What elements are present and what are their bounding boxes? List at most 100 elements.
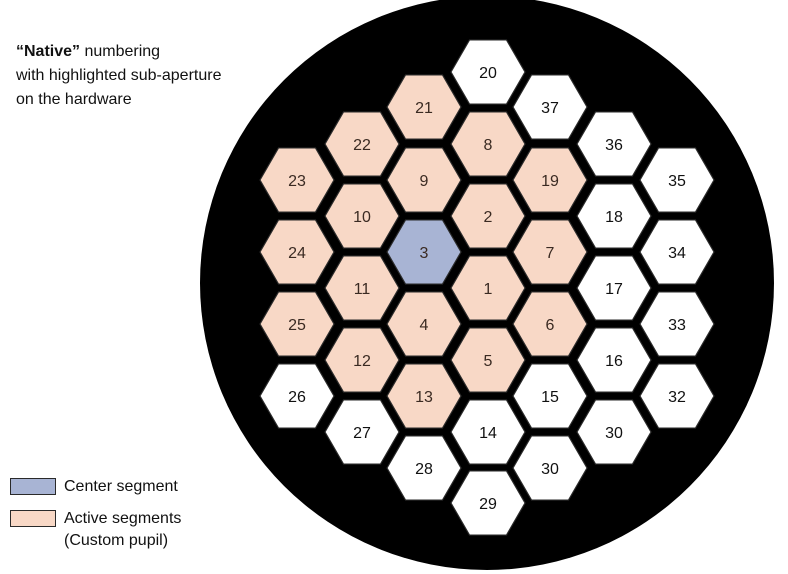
- hex-segment: 33: [639, 291, 715, 357]
- hex-segment-shape: [324, 255, 400, 321]
- legend-active-label: Active segments: [64, 510, 182, 527]
- hex-segment: 17: [576, 255, 652, 321]
- hex-segment-label: 6: [546, 317, 555, 334]
- hex-segment-shape: [259, 363, 335, 429]
- hex-segment-shape: [576, 327, 652, 393]
- hex-segment: 8: [450, 111, 526, 177]
- hex-segment-label: 29: [479, 496, 497, 513]
- hex-segment: 30: [512, 435, 588, 501]
- hex-segment-label: 33: [668, 317, 686, 334]
- hex-segment: 28: [386, 435, 462, 501]
- hex-segment-label: 19: [541, 173, 559, 190]
- hex-segment-shape: [639, 363, 715, 429]
- hex-segment: 21: [386, 74, 462, 140]
- hex-segment: 18: [576, 183, 652, 249]
- hex-segment-shape: [576, 183, 652, 249]
- hex-segment-label: 26: [288, 389, 306, 406]
- hex-segment-shape: [324, 183, 400, 249]
- hex-segment: 5: [450, 327, 526, 393]
- hex-segment: 32: [639, 363, 715, 429]
- hex-segment-label: 9: [420, 173, 429, 190]
- title-bold: “Native”: [16, 43, 81, 60]
- hex-segment: 22: [324, 111, 400, 177]
- hex-segment-shape: [512, 363, 588, 429]
- hex-segment-label: 24: [288, 245, 306, 262]
- hex-segment-label: 30: [605, 425, 623, 442]
- diagram-title: “Native” numbering with highlighted sub-…: [16, 40, 266, 112]
- hex-segment: 20: [450, 39, 526, 105]
- hex-segment-shape: [450, 327, 526, 393]
- hex-segment: 15: [512, 363, 588, 429]
- legend-active-swatch: [10, 510, 56, 527]
- hex-segment: 7: [512, 219, 588, 285]
- hex-segment: 36: [576, 111, 652, 177]
- hex-segment: 30: [576, 399, 652, 465]
- hex-segment-shape: [450, 111, 526, 177]
- hex-segment-label: 20: [479, 65, 497, 82]
- hex-segment-label: 22: [353, 137, 371, 154]
- hex-segment: 3: [386, 219, 462, 285]
- hex-segment-shape: [639, 219, 715, 285]
- hex-segment-label: 30: [541, 461, 559, 478]
- hex-segment: 34: [639, 219, 715, 285]
- hex-segment: 29: [450, 470, 526, 536]
- hex-segment-label: 8: [484, 137, 493, 154]
- hex-segment-shape: [450, 183, 526, 249]
- hex-segment-shape: [386, 435, 462, 501]
- hex-segment: 14: [450, 399, 526, 465]
- hex-segment-shape: [576, 399, 652, 465]
- hex-segment-label: 4: [420, 317, 429, 334]
- hex-segment-shape: [576, 255, 652, 321]
- hex-segment-shape: [512, 435, 588, 501]
- hex-segment-label: 28: [415, 461, 433, 478]
- hex-segment-shape: [512, 147, 588, 213]
- hex-segment-label: 25: [288, 317, 306, 334]
- title-line1-rest: numbering: [80, 43, 161, 60]
- hex-segment-label: 27: [353, 425, 371, 442]
- hex-segment: 1: [450, 255, 526, 321]
- hex-segment: 25: [259, 291, 335, 357]
- hex-segment-label: 2: [484, 209, 493, 226]
- title-line2: with highlighted sub-aperture: [16, 67, 222, 84]
- hex-segment: 2: [450, 183, 526, 249]
- hex-segment: 12: [324, 327, 400, 393]
- hex-segment-label: 21: [415, 100, 433, 117]
- hex-segment: 37: [512, 74, 588, 140]
- hex-segment-shape: [450, 39, 526, 105]
- hex-segment-label: 35: [668, 173, 686, 190]
- hex-segment: 4: [386, 291, 462, 357]
- hex-segment-label: 3: [420, 245, 429, 262]
- hex-segment: 24: [259, 219, 335, 285]
- hex-segment: 26: [259, 363, 335, 429]
- hex-segment-label: 13: [415, 389, 433, 406]
- hex-segment: 11: [324, 255, 400, 321]
- hex-segment: 16: [576, 327, 652, 393]
- hex-segment-shape: [576, 111, 652, 177]
- hex-segment-shape: [386, 147, 462, 213]
- hex-segment-label: 10: [353, 209, 371, 226]
- hex-segment-label: 18: [605, 209, 623, 226]
- hex-segment-label: 5: [484, 353, 493, 370]
- hex-segment-shape: [512, 74, 588, 140]
- hex-segment-shape: [324, 111, 400, 177]
- hex-segment-shape: [324, 399, 400, 465]
- hex-segment: 19: [512, 147, 588, 213]
- hex-segment-shape: [512, 219, 588, 285]
- hex-segment-label: 36: [605, 137, 623, 154]
- hex-segment-shape: [639, 147, 715, 213]
- hex-segment-label: 16: [605, 353, 623, 370]
- hex-segment-shape: [450, 255, 526, 321]
- hex-segment-shape: [386, 219, 462, 285]
- hex-segment-label: 7: [546, 245, 555, 262]
- hex-segment-shape: [450, 470, 526, 536]
- hex-segment-label: 34: [668, 245, 686, 262]
- hex-segment: 10: [324, 183, 400, 249]
- hex-segment-shape: [639, 291, 715, 357]
- hex-segment-label: 1: [484, 281, 493, 298]
- hex-segment-shape: [259, 147, 335, 213]
- hex-segment-shape: [259, 219, 335, 285]
- hex-segment-shape: [259, 291, 335, 357]
- hex-segment-shape: [324, 327, 400, 393]
- legend-active-sublabel: (Custom pupil): [64, 532, 169, 549]
